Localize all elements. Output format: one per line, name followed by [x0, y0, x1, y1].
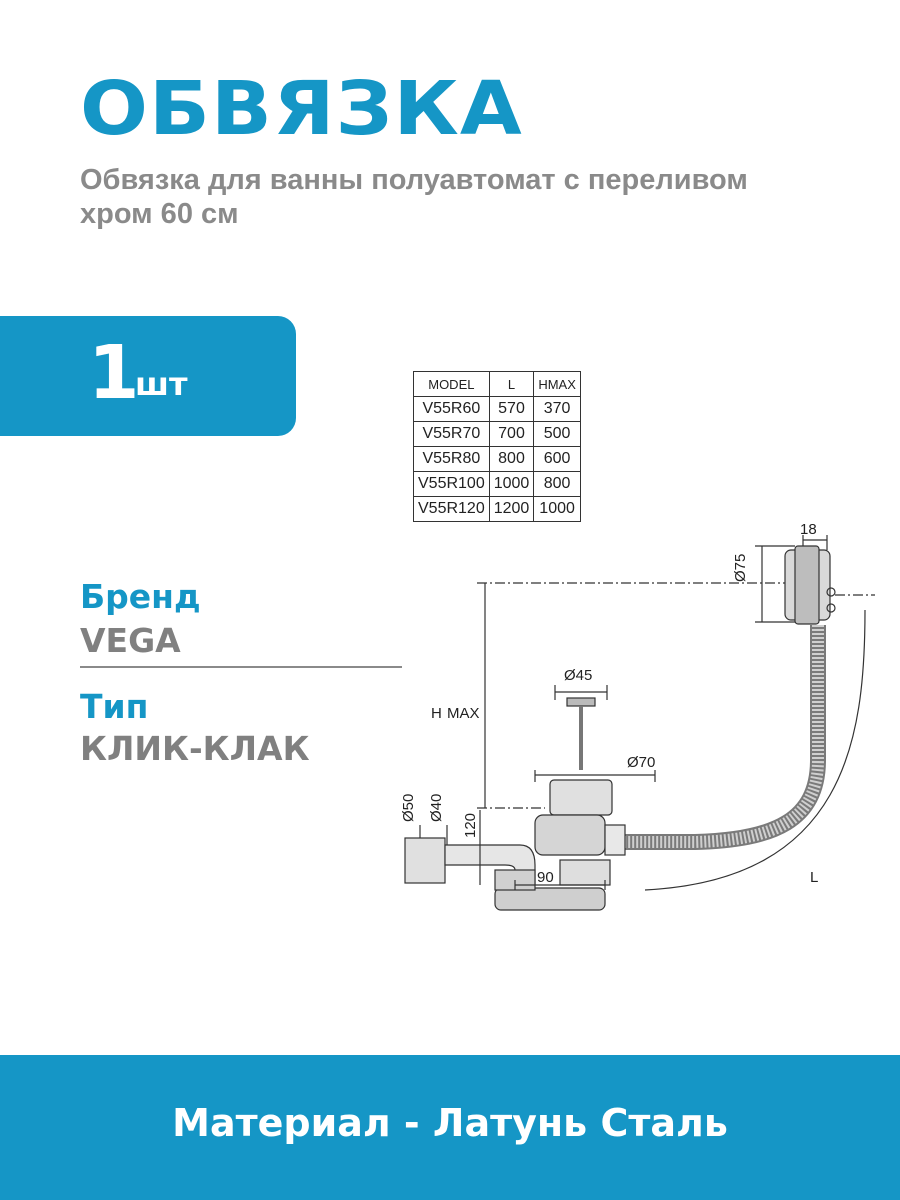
table-cell: 370	[533, 396, 581, 422]
table-row: V55R80 800 600	[413, 446, 581, 472]
dim-d75-label: Ø75	[732, 554, 749, 582]
dim-hmax-label: H MAX	[431, 705, 480, 722]
table-cell: 800	[533, 471, 581, 497]
table-header-row: MODEL L HMAX	[413, 371, 581, 397]
type-value: КЛИК-КЛАК	[80, 729, 310, 768]
table-cell: 700	[488, 421, 535, 447]
dim-d50-label: Ø50	[400, 794, 417, 822]
dim-90-label: 90	[537, 869, 554, 886]
dim-d40-label: Ø40	[428, 794, 445, 822]
dim-d70-label: Ø70	[627, 754, 655, 771]
table-cell: 800	[488, 446, 535, 472]
table-cell: 600	[533, 446, 581, 472]
footer-material-text: Материал - Латунь Сталь	[172, 1101, 728, 1145]
quantity-number: 1	[88, 330, 140, 416]
table-cell: 1000	[488, 471, 535, 497]
dim-d45-label: Ø45	[564, 667, 592, 684]
table-row: V55R100 1000 800	[413, 471, 581, 497]
brand-label: Бренд	[80, 577, 201, 616]
quantity-unit: шт	[135, 365, 188, 403]
table-cell: V55R60	[413, 396, 490, 422]
dim-hmax-h: H	[431, 705, 442, 722]
table-row: V55R70 700 500	[413, 421, 581, 447]
product-subtitle: Обвязка для ванны полуавтомат с переливо…	[80, 164, 748, 230]
table-cell: 1000	[533, 496, 581, 522]
dim-l-label: L	[810, 869, 818, 886]
brand-value: VEGA	[80, 621, 181, 660]
footer-bar	[0, 1055, 900, 1200]
table-cell: V55R100	[413, 471, 490, 497]
table-row: V55R120 1200 1000	[413, 496, 581, 522]
quantity-badge	[0, 316, 296, 436]
model-table: MODEL L HMAX V55R60 570 370 V55R70 700 5…	[413, 371, 581, 522]
table-row: V55R60 570 370	[413, 396, 581, 422]
table-header-model: MODEL	[413, 371, 490, 397]
table-cell: 570	[488, 396, 535, 422]
table-cell: V55R70	[413, 421, 490, 447]
bath-drain-technical-drawing: 18 Ø75 Ø45 Ø70 Ø50 Ø40 120 90 H MAX L	[400, 521, 875, 911]
dim-120-label: 120	[462, 813, 479, 838]
page-title: ОБВЯЗКА	[80, 66, 523, 152]
table-header-l: L	[488, 371, 535, 397]
table-cell: V55R120	[413, 496, 490, 522]
table-cell: 1200	[488, 496, 535, 522]
dim-18-label: 18	[800, 521, 817, 538]
table-cell: 500	[533, 421, 581, 447]
type-label: Тип	[80, 687, 149, 726]
spec-divider	[80, 666, 402, 668]
table-cell: V55R80	[413, 446, 490, 472]
dim-hmax-max: MAX	[447, 705, 480, 722]
table-header-hmax: HMAX	[533, 371, 581, 397]
